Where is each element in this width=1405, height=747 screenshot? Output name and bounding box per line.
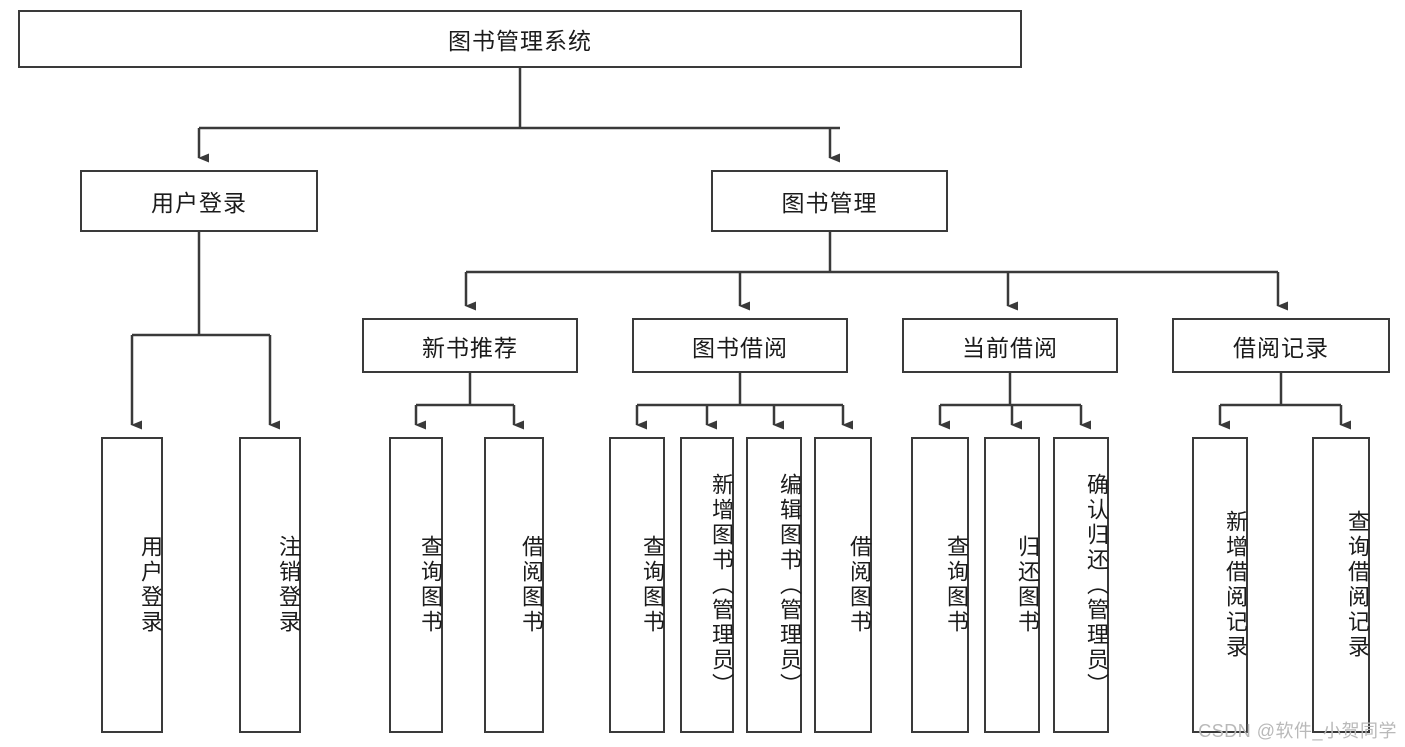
node-book-borrow-label: 图书借阅 (692, 334, 788, 361)
node-root-system-label: 图书管理系统 (448, 28, 592, 54)
node-leaf-borrow-book-1[interactable]: 借阅图书 (484, 437, 544, 733)
node-leaf-user-login[interactable]: 用户登录 (101, 437, 163, 733)
node-leaf-borrow-book-2-label: 借阅图书 (847, 535, 872, 635)
node-leaf-query-book-1-label: 查询图书 (418, 535, 443, 635)
node-leaf-return-book-label: 归还图书 (1015, 535, 1040, 635)
node-leaf-add-borrow-record[interactable]: 新增借阅记录 (1192, 437, 1248, 733)
node-leaf-add-book-admin[interactable]: 新增图书（管理员） (680, 437, 734, 733)
node-leaf-confirm-return-admin-label: 确认归还（管理员） (1084, 472, 1109, 698)
node-new-book-recommend[interactable]: 新书推荐 (362, 318, 578, 373)
node-user-login[interactable]: 用户登录 (80, 170, 318, 232)
node-current-borrow-label: 当前借阅 (962, 334, 1058, 361)
node-leaf-add-borrow-record-label: 新增借阅记录 (1223, 510, 1248, 660)
node-book-borrow[interactable]: 图书借阅 (632, 318, 848, 373)
node-leaf-query-borrow-record-label: 查询借阅记录 (1345, 510, 1370, 660)
node-leaf-return-book[interactable]: 归还图书 (984, 437, 1040, 733)
node-leaf-logout-login[interactable]: 注销登录 (239, 437, 301, 733)
node-leaf-add-book-admin-label: 新增图书（管理员） (709, 472, 734, 698)
node-current-borrow[interactable]: 当前借阅 (902, 318, 1118, 373)
node-leaf-query-book-3-label: 查询图书 (944, 535, 969, 635)
node-book-management-label: 图书管理 (781, 190, 878, 216)
node-leaf-user-login-label: 用户登录 (138, 535, 163, 635)
node-leaf-query-book-1[interactable]: 查询图书 (389, 437, 443, 733)
node-borrow-record[interactable]: 借阅记录 (1172, 318, 1390, 373)
node-root-system[interactable]: 图书管理系统 (18, 10, 1022, 68)
node-new-book-recommend-label: 新书推荐 (422, 334, 518, 361)
node-leaf-query-book-2-label: 查询图书 (640, 535, 665, 635)
node-leaf-query-borrow-record[interactable]: 查询借阅记录 (1312, 437, 1370, 733)
node-leaf-confirm-return-admin[interactable]: 确认归还（管理员） (1053, 437, 1109, 733)
node-user-login-label: 用户登录 (151, 190, 247, 216)
node-leaf-edit-book-admin[interactable]: 编辑图书（管理员） (746, 437, 802, 733)
node-book-management[interactable]: 图书管理 (711, 170, 948, 232)
node-leaf-borrow-book-2[interactable]: 借阅图书 (814, 437, 872, 733)
node-leaf-query-book-3[interactable]: 查询图书 (911, 437, 969, 733)
node-leaf-borrow-book-1-label: 借阅图书 (519, 535, 544, 635)
node-leaf-query-book-2[interactable]: 查询图书 (609, 437, 665, 733)
node-borrow-record-label: 借阅记录 (1233, 334, 1329, 361)
node-leaf-edit-book-admin-label: 编辑图书（管理员） (777, 472, 802, 698)
node-leaf-logout-login-label: 注销登录 (276, 535, 301, 635)
